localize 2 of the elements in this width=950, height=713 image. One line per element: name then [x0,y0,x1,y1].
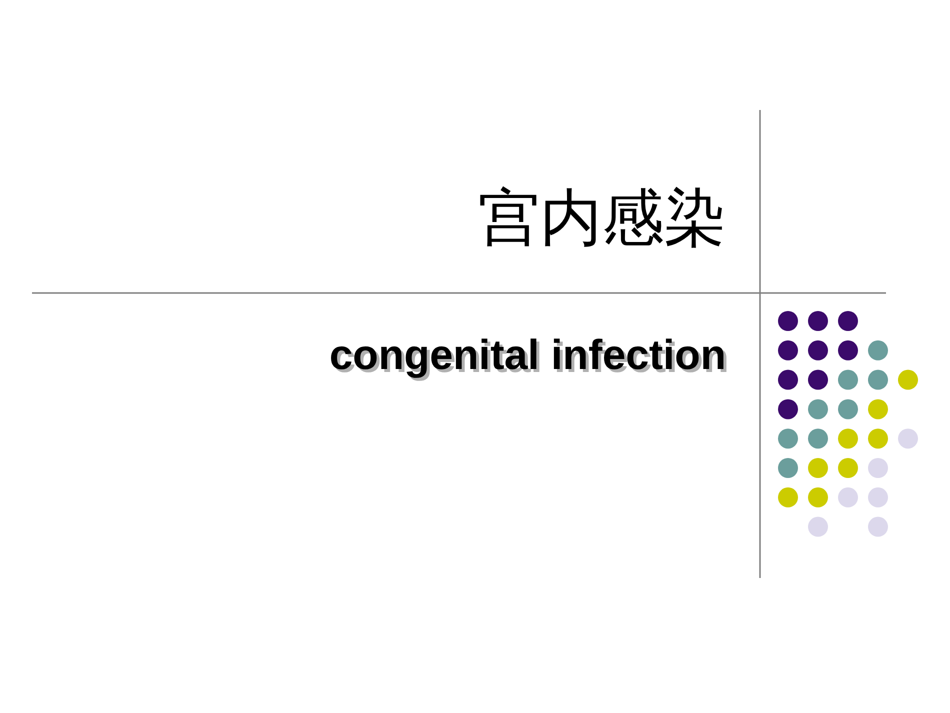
slide-subtitle: congenital infection [329,330,726,380]
slide-title: 宫内感染 [478,184,726,255]
